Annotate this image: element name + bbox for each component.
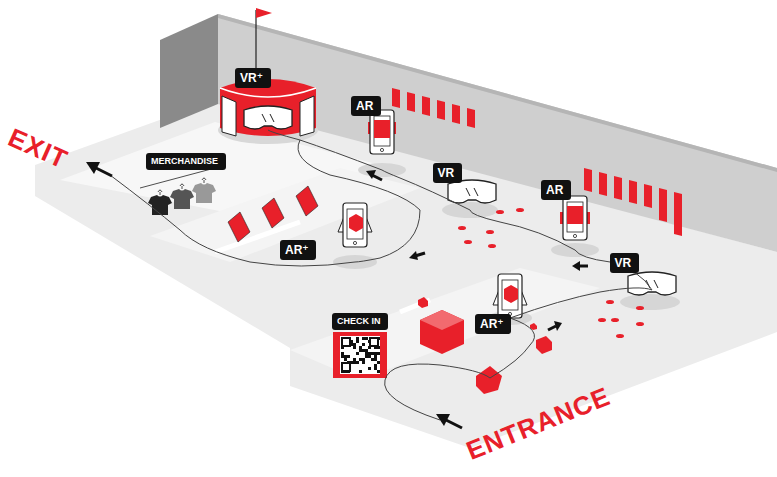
ar-tag: AR [351,96,381,116]
station-label: VR [438,166,457,180]
station-label: MERCHANDISE [151,156,221,167]
station-label: VR⁺ [240,71,266,85]
station-label: CHECK IN [337,316,383,327]
vr-tag: VR [433,163,462,183]
ar-tag: AR [541,180,571,200]
check-in-tag: CHECK IN [332,313,388,330]
station-label: VR [615,256,634,270]
station-label: AR⁺ [285,243,311,257]
ar-plus-tag: AR⁺ [475,314,511,334]
station-label: AR [546,183,566,197]
station-label: AR⁺ [480,317,506,331]
station-label: AR [356,99,376,113]
ar-plus-tag: AR⁺ [280,240,316,260]
vr-tag: VR [610,253,639,273]
merchandise-tag: MERCHANDISE [146,153,226,170]
vr-plus-tag: VR⁺ [235,68,271,88]
